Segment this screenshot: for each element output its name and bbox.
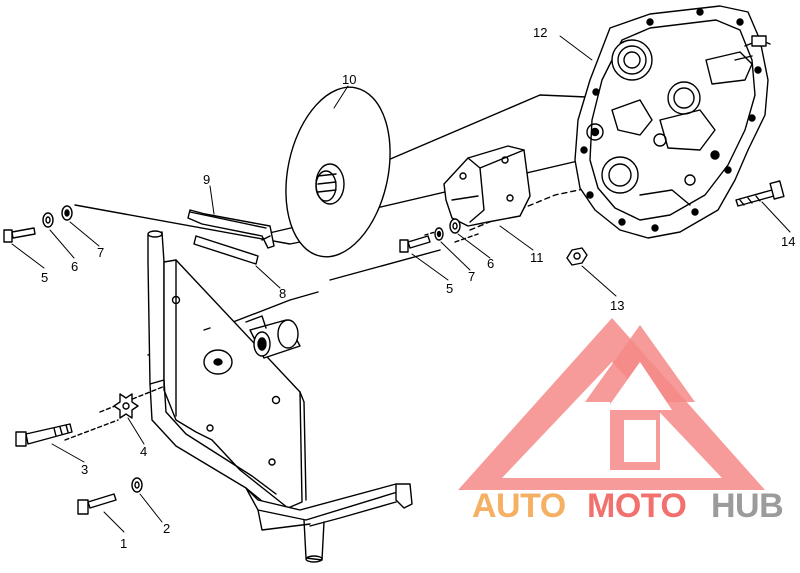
callout-6-left: 6: [71, 259, 78, 274]
part-12-gearcase: [574, 5, 771, 239]
callout-2: 2: [163, 521, 170, 536]
callout-10: 10: [342, 72, 356, 87]
leader-lines: [11, 35, 791, 533]
callout-5-left: 5: [41, 270, 48, 285]
callout-12: 12: [533, 25, 547, 40]
part-6-washer-left: [42, 212, 54, 228]
part-10-disc: [285, 86, 391, 258]
callout-11: 11: [530, 250, 544, 265]
part-14-bolt: [735, 180, 785, 207]
part-8-strip: [193, 235, 259, 265]
watermark-hub: HUB: [711, 487, 783, 525]
callout-9: 9: [203, 172, 210, 187]
part-5-bolt-right: [399, 235, 431, 253]
part-4-star-washer: [113, 393, 139, 419]
part-2-washer: [131, 477, 143, 493]
part-13-nut: [566, 247, 588, 266]
callout-1: 1: [120, 536, 127, 551]
part-6-washer-right: [449, 218, 461, 234]
frame-round-plate: [203, 349, 233, 375]
part-11-mount-bracket: [443, 145, 531, 227]
callout-4: 4: [140, 444, 147, 459]
part-5-bolt-left: [3, 227, 36, 243]
callout-labels: 1 2 3 4 5 6 7 8 9 10 11 5 7 6 12 13 14: [41, 25, 795, 551]
callout-6-right: 6: [487, 256, 494, 271]
watermark-logo-icon: [458, 318, 765, 490]
watermark-auto: AUTO: [472, 487, 566, 525]
callout-7-right: 7: [468, 269, 475, 284]
callout-7-left: 7: [97, 245, 104, 260]
part-7-washer-right: [434, 227, 444, 241]
part-9-bracket: [187, 209, 275, 249]
watermark-moto: MOTO: [587, 487, 686, 525]
part-3-bolt: [15, 423, 73, 447]
part-1-bolt: [77, 493, 117, 515]
part-7-washer-left: [61, 205, 73, 221]
callout-14: 14: [781, 234, 795, 249]
watermark-text: AUTO MOTO HUB: [472, 487, 784, 525]
callout-5-right: 5: [446, 281, 453, 296]
callout-13: 13: [610, 298, 624, 313]
callout-3: 3: [81, 462, 88, 477]
callout-8: 8: [279, 286, 286, 301]
main-frame: [147, 230, 413, 563]
frame-sleeve: [245, 315, 301, 359]
